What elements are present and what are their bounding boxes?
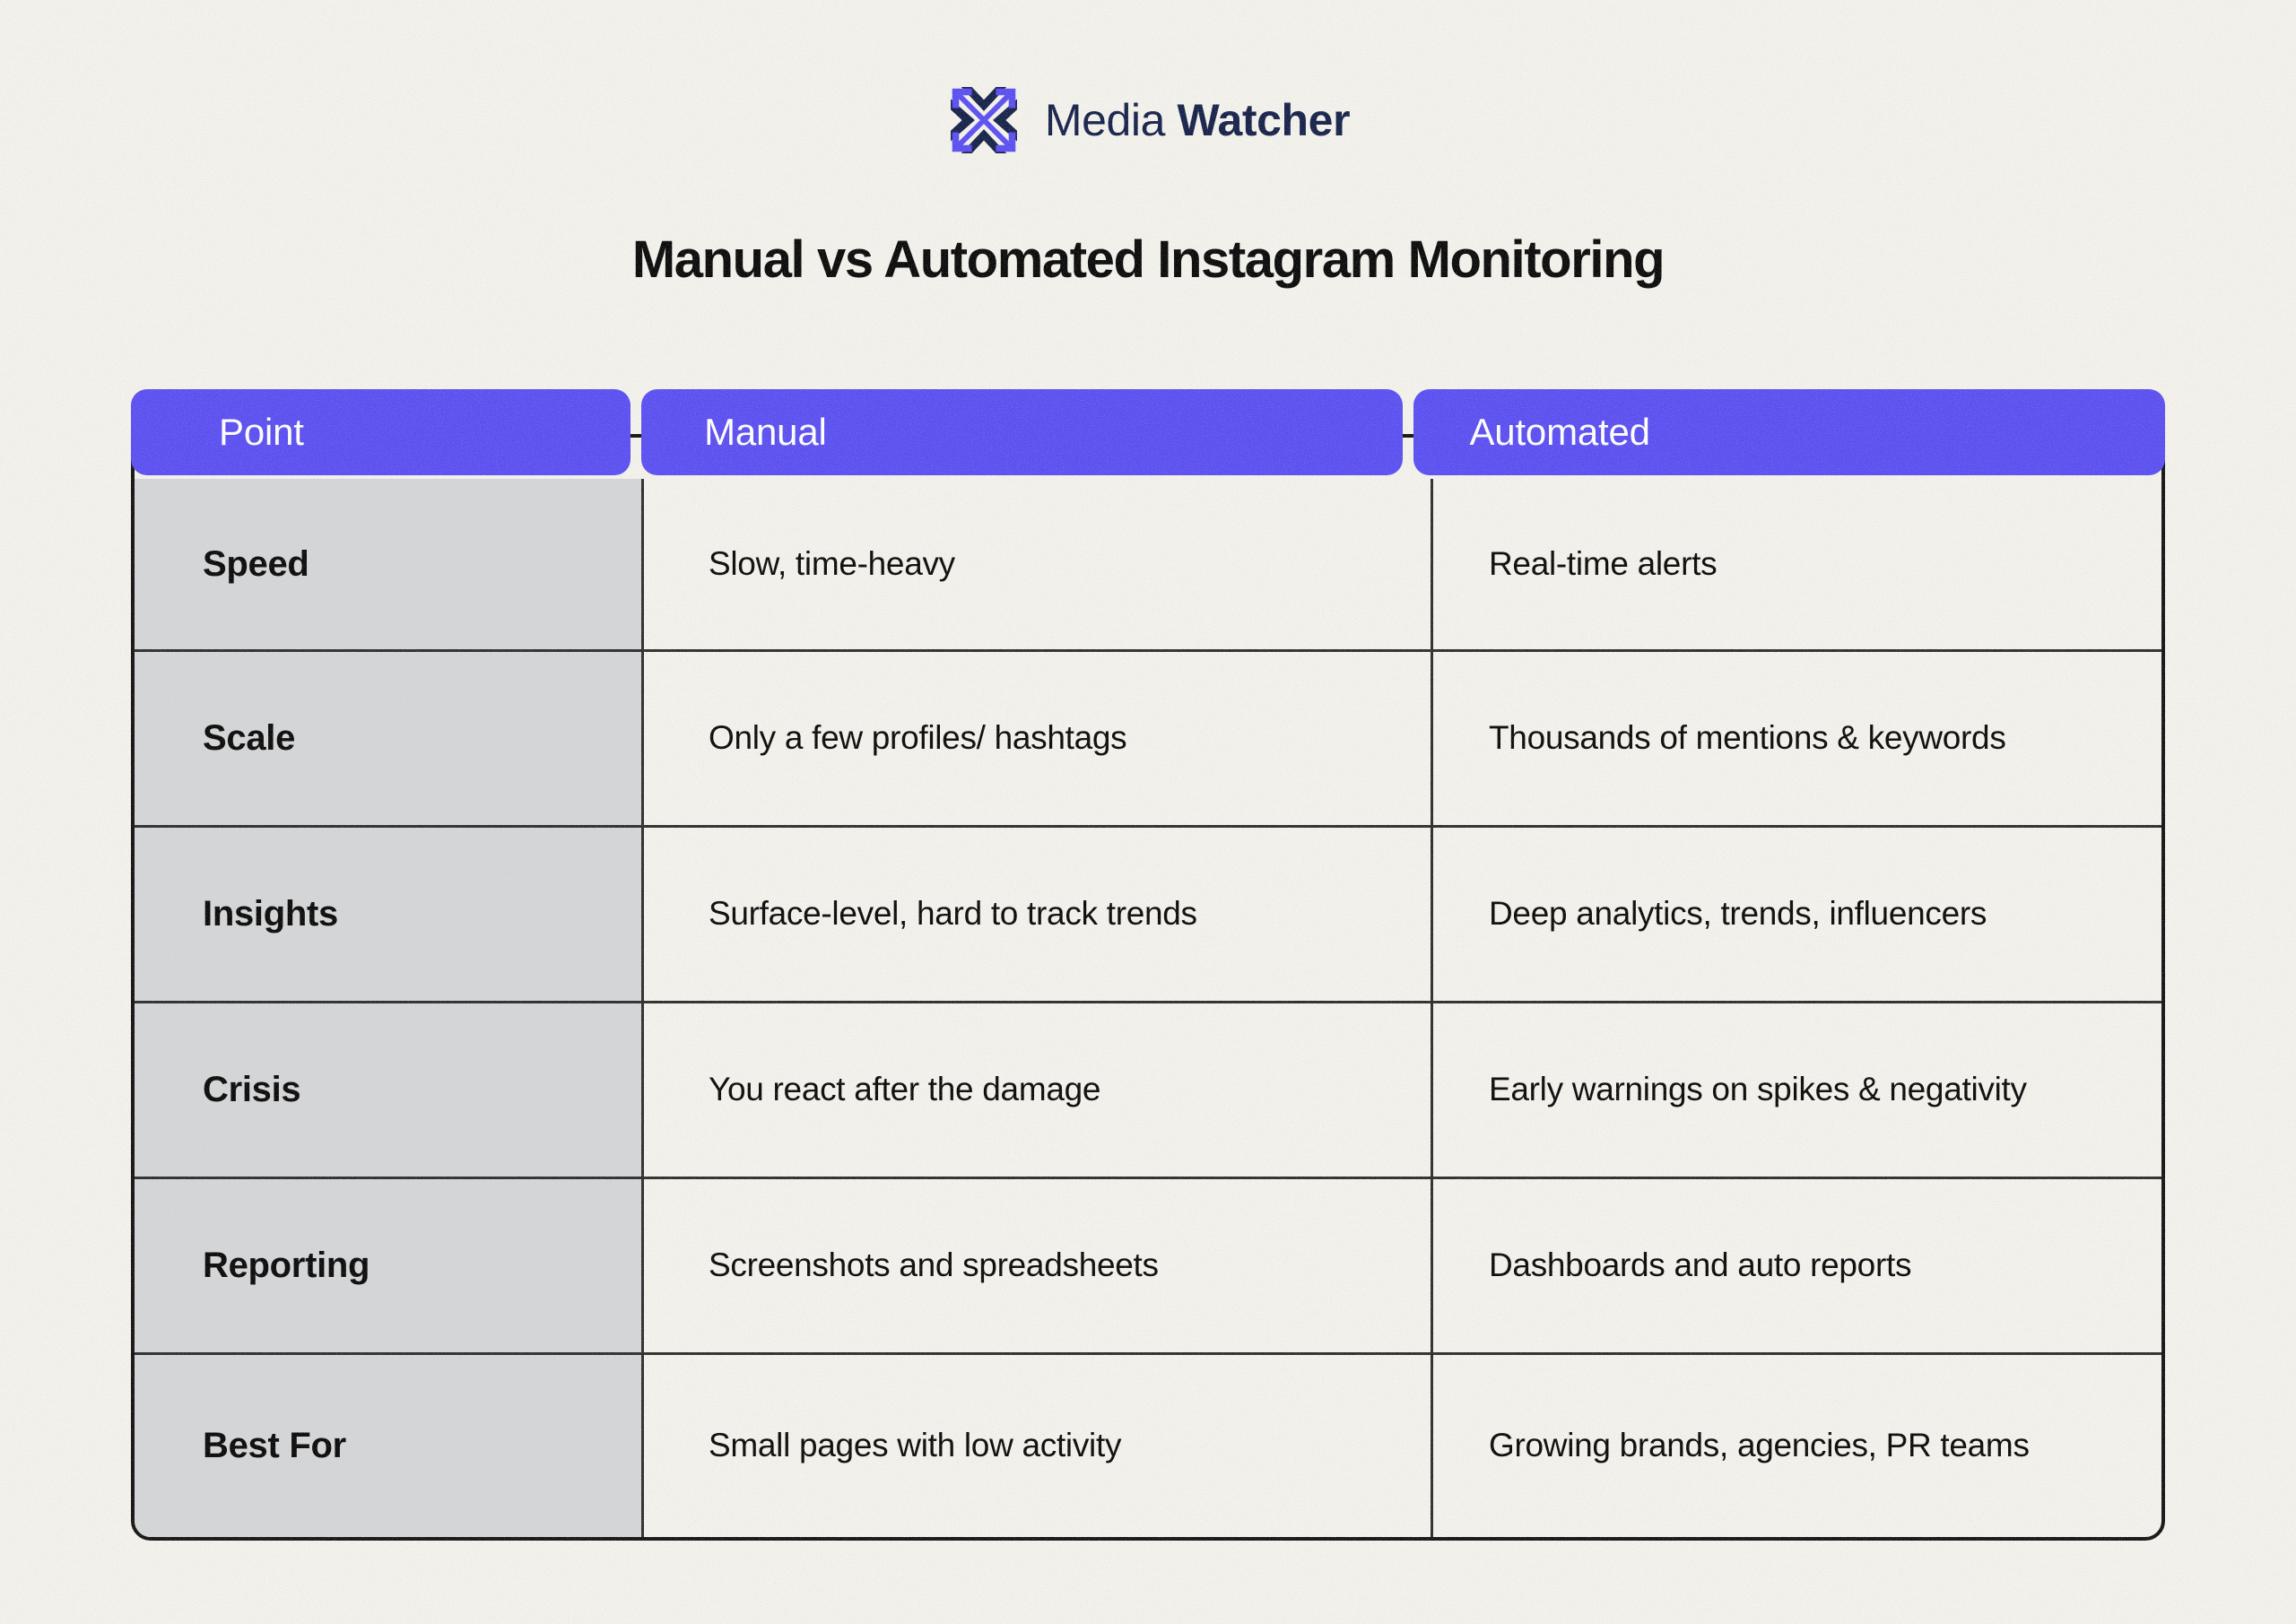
table-row: Insights Surface-level, hard to track tr… (135, 825, 2161, 1001)
table-row: Scale Only a few profiles/ hashtags Thou… (135, 649, 2161, 825)
cell-automated-best-for: Growing brands, agencies, PR teams (1433, 1352, 2161, 1537)
cell-manual-scale: Only a few profiles/ hashtags (644, 649, 1433, 825)
cell-manual-crisis: You react after the damage (644, 1001, 1433, 1177)
table-row: Reporting Screenshots and spreadsheets D… (135, 1177, 2161, 1352)
row-label-best-for: Best For (135, 1352, 644, 1537)
column-header-automated: Automated (1413, 389, 2165, 475)
cell-manual-speed: Slow, time-heavy (644, 479, 1433, 649)
column-header-manual: Manual (641, 389, 1404, 475)
row-label-speed: Speed (135, 479, 644, 649)
cell-manual-best-for: Small pages with low activity (644, 1352, 1433, 1537)
table-row: Speed Slow, time-heavy Real-time alerts (135, 479, 2161, 649)
row-label-reporting: Reporting (135, 1177, 644, 1352)
brand-name-light: Media (1044, 95, 1166, 145)
column-header-point: Point (131, 389, 631, 475)
cell-automated-speed: Real-time alerts (1489, 544, 1718, 582)
brand-name-bold: Watcher (1177, 95, 1351, 145)
page-title: Manual vs Automated Instagram Monitoring (631, 230, 1665, 289)
table-body: Speed Slow, time-heavy Real-time alerts … (131, 434, 2165, 1541)
cell-manual-reporting: Screenshots and spreadsheets (644, 1177, 1433, 1352)
brand-header: Media Watcher (0, 83, 2296, 158)
table-row: Best For Small pages with low activity G… (135, 1352, 2161, 1537)
table-header-row: Point Manual Automated (131, 389, 2165, 475)
cell-automated-scale: Thousands of mentions & keywords (1433, 649, 2161, 825)
media-watcher-x-logo-icon (950, 87, 1017, 153)
row-label-scale: Scale (135, 649, 644, 825)
table-row: Crisis You react after the damage Early … (135, 1001, 2161, 1177)
row-label-insights: Insights (135, 825, 644, 1001)
comparison-table: Point Manual Automated Speed Slow, time-… (131, 389, 2165, 1541)
row-label-crisis: Crisis (135, 1001, 644, 1177)
cell-automated-crisis: Early warnings on spikes & negativity (1433, 1001, 2161, 1177)
brand-name: Media Watcher (1044, 95, 1351, 145)
cell-manual-insights: Surface-level, hard to track trends (644, 825, 1433, 1001)
cell-automated-insights: Deep analytics, trends, influencers (1433, 825, 2161, 1001)
cell-automated-reporting: Dashboards and auto reports (1433, 1177, 2161, 1352)
